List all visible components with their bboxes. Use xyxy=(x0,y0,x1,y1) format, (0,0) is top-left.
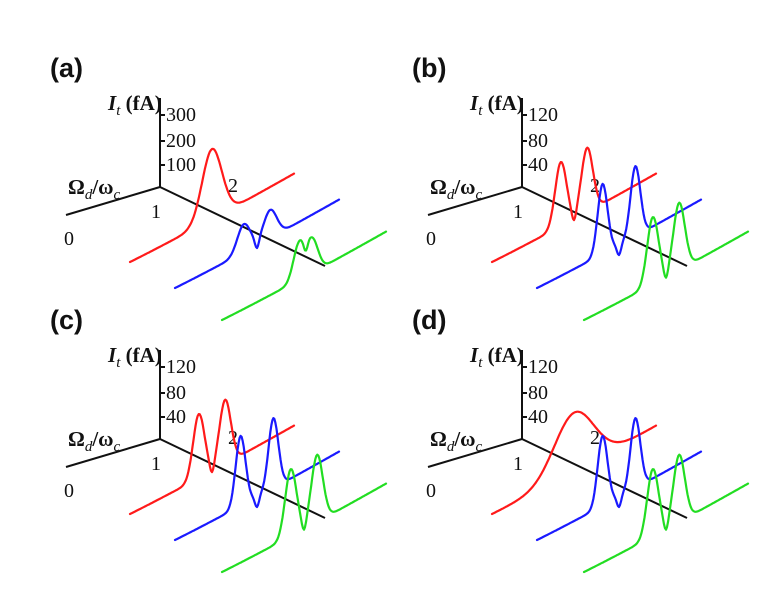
series-blue-curve xyxy=(173,417,341,542)
x-label-main: Ω xyxy=(430,427,447,451)
z-tick-label: 80 xyxy=(166,382,186,404)
depth-axis-line xyxy=(521,186,688,267)
x-label-slash: /ω xyxy=(453,175,475,199)
x-axis-line xyxy=(427,186,523,216)
z-tick-label: 100 xyxy=(166,154,196,176)
x-label-sub1: d xyxy=(447,439,455,455)
depth-axis-line xyxy=(521,438,688,519)
x-tick-label: 0 xyxy=(426,480,436,502)
series-red-curve xyxy=(490,410,658,516)
z-tick-label: 40 xyxy=(528,154,548,176)
panel-label: (b) xyxy=(412,53,446,83)
x-label-slash: /ω xyxy=(453,427,475,451)
panel-label: (c) xyxy=(50,305,83,335)
z-label-sub: t xyxy=(478,355,483,371)
z-label-unit: (fA) xyxy=(482,343,523,367)
z-axis-label: It (fA) xyxy=(107,91,162,119)
series-red-curve xyxy=(128,398,296,516)
x-label-main: Ω xyxy=(68,427,85,451)
z-label-sub: t xyxy=(478,103,483,119)
x-label-sub2: c xyxy=(476,439,483,455)
depth-axis-line xyxy=(159,438,326,519)
x-tick-label: 0 xyxy=(64,480,74,502)
z-tick-label: 300 xyxy=(166,104,196,126)
series-green-curve xyxy=(582,453,750,574)
z-tick-label: 120 xyxy=(166,356,196,378)
x-label-main: Ω xyxy=(68,175,85,199)
z-label-main: I xyxy=(469,343,479,367)
z-axis-label: It (fA) xyxy=(469,343,524,371)
x-label-sub1: d xyxy=(85,187,93,203)
x-axis-label: Ωd/ωc xyxy=(68,427,121,455)
x-tick-label: 0 xyxy=(426,228,436,250)
x-tick-label: 2 xyxy=(590,427,600,449)
z-label-main: I xyxy=(107,343,117,367)
series-blue-curve xyxy=(535,417,703,542)
series-green-curve xyxy=(220,453,388,574)
x-label-main: Ω xyxy=(430,175,447,199)
z-label-sub: t xyxy=(116,355,121,371)
x-label-slash: /ω xyxy=(91,427,113,451)
z-label-sub: t xyxy=(116,103,121,119)
series-red-curve xyxy=(490,146,658,264)
x-axis-label: Ωd/ωc xyxy=(430,427,483,455)
x-axis-line xyxy=(427,438,523,468)
x-tick-label: 1 xyxy=(151,201,161,223)
z-tick-label: 200 xyxy=(166,130,196,152)
x-axis-label: Ωd/ωc xyxy=(430,175,483,203)
x-label-sub1: d xyxy=(447,187,455,203)
z-axis-label: It (fA) xyxy=(107,343,162,371)
z-tick-label: 80 xyxy=(528,130,548,152)
z-tick-label: 40 xyxy=(166,406,186,428)
series-blue-curve xyxy=(173,198,341,290)
z-tick-label: 40 xyxy=(528,406,548,428)
x-tick-label: 0 xyxy=(64,228,74,250)
x-label-sub2: c xyxy=(476,187,483,203)
x-tick-label: 1 xyxy=(513,201,523,223)
panel-label: (d) xyxy=(412,305,446,335)
z-tick-label: 80 xyxy=(528,382,548,404)
z-label-unit: (fA) xyxy=(120,343,161,367)
x-label-sub1: d xyxy=(85,439,93,455)
x-label-slash: /ω xyxy=(91,175,113,199)
x-tick-label: 1 xyxy=(513,453,523,475)
z-label-unit: (fA) xyxy=(482,91,523,115)
z-tick-label: 120 xyxy=(528,356,558,378)
series-green-curve xyxy=(220,230,388,322)
series-blue-curve xyxy=(535,165,703,290)
z-axis-label: It (fA) xyxy=(469,91,524,119)
z-label-main: I xyxy=(107,91,117,115)
x-label-sub2: c xyxy=(114,187,121,203)
z-tick-label: 120 xyxy=(528,104,558,126)
series-red-curve xyxy=(128,147,296,264)
x-axis-label: Ωd/ωc xyxy=(68,175,121,203)
series-green-curve xyxy=(582,201,750,322)
x-axis-line xyxy=(65,186,161,216)
panel-label: (a) xyxy=(50,53,83,83)
z-label-main: I xyxy=(469,91,479,115)
x-tick-label: 2 xyxy=(228,175,238,197)
x-axis-line xyxy=(65,438,161,468)
x-label-sub2: c xyxy=(114,439,121,455)
x-tick-label: 1 xyxy=(151,453,161,475)
z-label-unit: (fA) xyxy=(120,91,161,115)
